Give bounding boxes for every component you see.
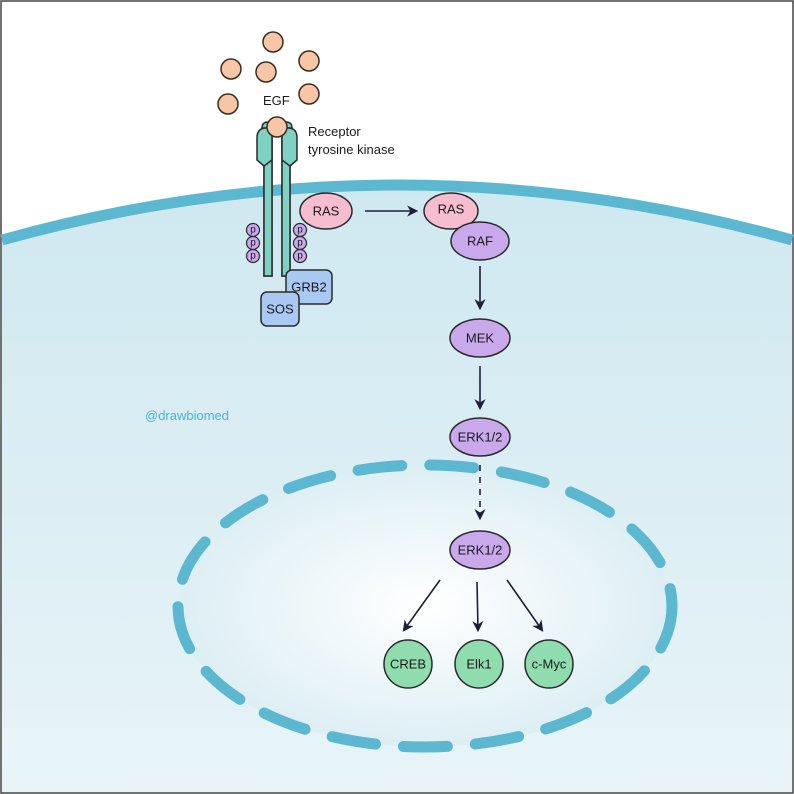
phospho-groups: p p p p p p <box>245 222 308 264</box>
ligand-particle <box>298 50 320 72</box>
erk-cytoplasm-node <box>449 417 511 457</box>
watermark-text: @drawbiomed <box>145 408 229 423</box>
mek-label: MEK <box>466 331 495 346</box>
mek-node <box>449 318 511 358</box>
ligand-particle <box>220 58 242 80</box>
nuclear-envelope <box>172 459 678 753</box>
ligand-particle <box>217 93 239 115</box>
cell-membrane <box>0 179 794 246</box>
phospho-label: p <box>250 238 256 249</box>
ras-label: RAS <box>313 204 340 219</box>
ligand-particle <box>255 61 277 83</box>
phospho-label: p <box>297 251 303 262</box>
phospho-label: p <box>297 238 303 249</box>
arrow-erk-to-elk1 <box>472 581 484 633</box>
erk-cytoplasm-label: ERK1/2 <box>458 430 503 445</box>
raf-label: RAF <box>467 234 493 249</box>
receptor-label-line1: Receptor <box>308 124 361 139</box>
creb-node <box>383 639 433 689</box>
receptor-label-line2: tyrosine kinase <box>308 142 395 157</box>
creb-label: CREB <box>390 657 426 672</box>
elk1-node <box>454 639 504 689</box>
phospho-label: p <box>250 251 256 262</box>
phospho-label: p <box>250 225 256 236</box>
bound-egf <box>266 116 288 138</box>
ligand-particle <box>262 31 284 53</box>
arrow-erk-to-creb <box>402 579 441 632</box>
erk-nucleus-node <box>449 530 511 570</box>
erk-nucleus-label: ERK1/2 <box>458 543 503 558</box>
raf-node <box>450 221 510 261</box>
egf-label: EGF <box>263 93 290 108</box>
sos-box <box>260 291 300 327</box>
ras-bound-label: RAS <box>438 202 465 217</box>
ligand-particle <box>298 83 320 105</box>
ras-bound-node <box>423 192 479 230</box>
ras-node <box>299 192 353 230</box>
sos-label: SOS <box>266 302 294 317</box>
cmyc-node <box>524 639 574 689</box>
cmyc-label: c-Myc <box>532 657 567 672</box>
grb2-label: GRB2 <box>291 280 326 295</box>
elk1-label: Elk1 <box>466 657 491 672</box>
phospho-left: p p p <box>245 222 261 264</box>
arrow-erk-to-cmyc <box>506 579 544 632</box>
egf-ligands <box>217 31 320 115</box>
phospho-label: p <box>297 225 303 236</box>
phospho-right: p p p <box>292 222 308 264</box>
